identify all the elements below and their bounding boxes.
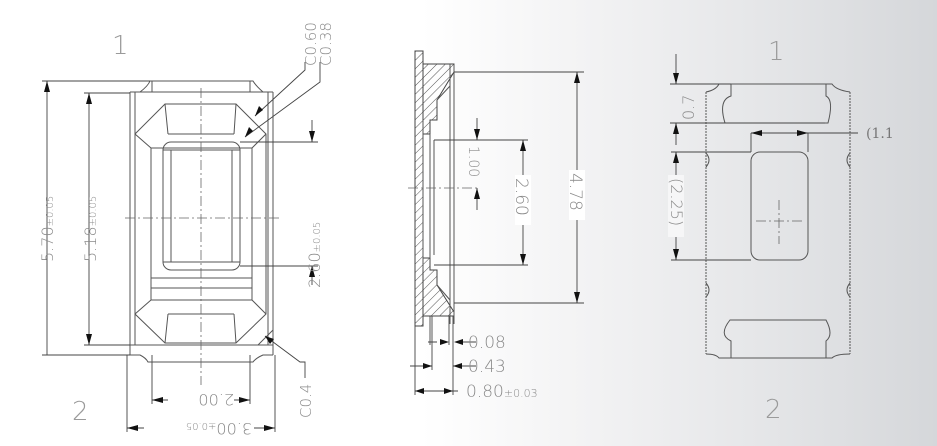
reflector <box>134 103 267 344</box>
thermal-pad-center <box>756 200 802 244</box>
top-view: 1 2 <box>38 22 335 438</box>
svg-text:(2.25): (2.25) <box>667 178 686 226</box>
svg-text:0.08: 0.08 <box>468 333 506 353</box>
svg-text:0.7: 0.7 <box>679 95 698 120</box>
svg-text:5.70±0.05: 5.70±0.05 <box>38 196 57 262</box>
svg-text:2.00: 2.00 <box>198 390 234 409</box>
bottom-pin-2-label: 2 <box>765 395 782 425</box>
dim-pad-height: 0.7 <box>670 54 825 145</box>
svg-text:C0.38: C0.38 <box>317 22 335 66</box>
bottom-view: 1 2 0.7 (1.1 <box>667 37 894 425</box>
dim-side-cavity-height: 2.60 <box>434 139 531 266</box>
cavity <box>162 141 241 271</box>
cathode-pad <box>723 319 831 359</box>
dim-thickness: 0.08 0.43 0.80±0.03 <box>410 316 538 402</box>
dim-overall-length: 5.70±0.05 <box>38 80 150 356</box>
anode-pad <box>722 83 832 124</box>
thermal-pad <box>750 151 809 261</box>
dim-pad-width: 2.00 <box>151 362 251 409</box>
dim-thermal-height: (2.25) <box>667 151 751 261</box>
svg-text:5.18±0.05: 5.18±0.05 <box>81 196 100 262</box>
svg-text:0.43: 0.43 <box>468 357 506 377</box>
svg-text:0.80±0.03: 0.80±0.03 <box>466 382 538 402</box>
pin-1-label: 1 <box>112 31 129 61</box>
svg-text:1.00: 1.00 <box>465 146 481 177</box>
dim-cavity-length: 2.60±0.05 <box>240 120 324 288</box>
svg-text:C0.4: C0.4 <box>297 384 315 418</box>
substrate <box>414 50 424 327</box>
svg-text:C0.60: C0.60 <box>302 22 320 66</box>
svg-text:2.60±0.05: 2.60±0.05 <box>305 222 324 288</box>
svg-text:2.60: 2.60 <box>511 178 531 216</box>
chamfer-leaders: C0.60 C0.38 C0.4 <box>244 22 335 418</box>
pin-2-label: 2 <box>72 397 89 427</box>
svg-text:4.78: 4.78 <box>565 173 585 211</box>
bottom-pin-1-label: 1 <box>768 37 785 67</box>
svg-text:3.00±0.05: 3.00±0.05 <box>186 419 252 438</box>
dim-cavity-offset: 1.00 <box>434 118 481 210</box>
dim-body-length: 5.18±0.05 <box>81 92 130 346</box>
dim-thermal-width: (1.1 <box>750 126 894 152</box>
dim-overall-width: 3.00±0.05 <box>126 355 276 438</box>
dim-lens-height: 4.78 <box>454 71 585 304</box>
side-view: 1.00 2.60 4.78 0.08 0. <box>408 50 585 402</box>
svg-text:(1.1: (1.1 <box>866 126 894 142</box>
